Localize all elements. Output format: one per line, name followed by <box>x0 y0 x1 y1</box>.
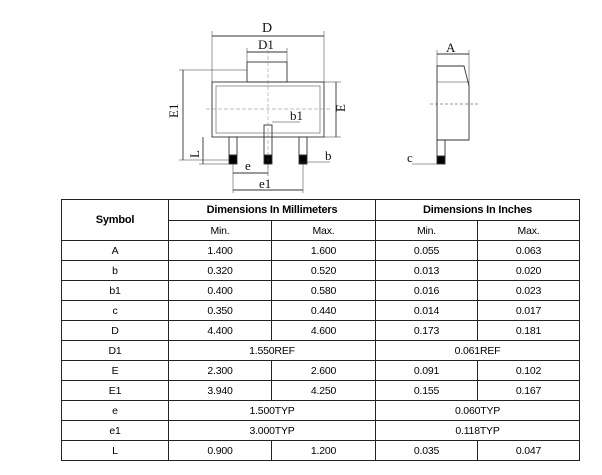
mm-merged-cell: 1.500TYP <box>167 400 377 421</box>
label-b1: b1 <box>290 108 303 123</box>
table-row: e1 3.000TYP 0.118TYP <box>61 420 581 441</box>
inches-header: Dimensions In Inches <box>375 199 581 221</box>
in-min-cell: 0.155 <box>375 380 479 401</box>
mm-min-cell: 4.400 <box>168 320 272 341</box>
mm-min-cell: 0.400 <box>168 280 272 301</box>
mm-min-cell: 1.400 <box>168 240 272 261</box>
dimensions-table: Symbol Dimensions In Millimeters Dimensi… <box>61 199 581 461</box>
mm-min-cell: 0.320 <box>168 260 272 281</box>
in-min-cell: 0.173 <box>375 320 479 341</box>
symbol-cell: e <box>61 400 169 421</box>
in-min-cell: 0.016 <box>375 280 479 301</box>
label-E: E <box>333 104 348 112</box>
in-merged-cell: 0.060TYP <box>375 400 581 421</box>
top-tab <box>246 61 288 83</box>
label-b: b <box>325 148 332 163</box>
in-min-cell: 0.055 <box>375 240 479 261</box>
symbol-cell: A <box>61 240 169 261</box>
mm-max-cell: 0.580 <box>270 280 377 301</box>
side-view-body <box>436 65 470 141</box>
in-min-header: Min. <box>375 220 479 241</box>
table-row: c 0.350 0.440 0.014 0.017 <box>61 300 581 321</box>
table-row: E 2.300 2.600 0.091 0.102 <box>61 360 581 381</box>
symbol-cell: L <box>61 440 169 461</box>
table-row: b 0.320 0.520 0.013 0.020 <box>61 260 581 281</box>
mm-min-cell: 0.350 <box>168 300 272 321</box>
in-max-cell: 0.017 <box>477 300 581 321</box>
mm-max-header: Max. <box>270 220 377 241</box>
label-D: D <box>262 21 272 36</box>
table-row: D 4.400 4.600 0.173 0.181 <box>61 320 581 341</box>
label-E1: E1 <box>166 104 181 118</box>
label-D1: D1 <box>258 37 274 52</box>
in-merged-cell: 0.118TYP <box>375 420 581 441</box>
in-max-cell: 0.167 <box>477 380 581 401</box>
mm-min-header: Min. <box>168 220 272 241</box>
lead-right <box>298 136 308 156</box>
table-row: A 1.400 1.600 0.055 0.063 <box>61 240 581 261</box>
mm-max-cell: 0.520 <box>270 260 377 281</box>
table-row: L 0.900 1.200 0.035 0.047 <box>61 440 581 461</box>
label-e1: e1 <box>259 176 271 191</box>
table-header-row: Symbol Dimensions In Millimeters Dimensi… <box>61 199 581 241</box>
mm-max-cell: 4.600 <box>270 320 377 341</box>
table-row: e 1.500TYP 0.060TYP <box>61 400 581 421</box>
label-e: e <box>245 158 251 173</box>
in-min-cell: 0.013 <box>375 260 479 281</box>
symbol-cell: E <box>61 360 169 381</box>
mm-min-cell: 3.940 <box>168 380 272 401</box>
package-outline-drawing: D D1 E1 E b1 b e e1 L A c <box>166 21 480 193</box>
lead-left <box>228 136 238 156</box>
in-max-cell: 0.020 <box>477 260 581 281</box>
in-max-cell: 0.047 <box>477 440 581 461</box>
in-min-cell: 0.035 <box>375 440 479 461</box>
symbol-cell: D1 <box>61 340 169 361</box>
table-row: D1 1.550REF 0.061REF <box>61 340 581 361</box>
in-merged-cell: 0.061REF <box>375 340 581 361</box>
table-row: b1 0.400 0.580 0.016 0.023 <box>61 280 581 301</box>
in-max-cell: 0.102 <box>477 360 581 381</box>
in-max-cell: 0.063 <box>477 240 581 261</box>
symbol-cell: b1 <box>61 280 169 301</box>
in-max-cell: 0.181 <box>477 320 581 341</box>
in-min-cell: 0.091 <box>375 360 479 381</box>
mm-max-cell: 0.440 <box>270 300 377 321</box>
symbol-cell: e1 <box>61 420 169 441</box>
symbol-cell: D <box>61 320 169 341</box>
symbol-header: Symbol <box>61 199 169 241</box>
mm-max-cell: 2.600 <box>270 360 377 381</box>
mm-max-cell: 1.200 <box>270 440 377 461</box>
mm-merged-cell: 3.000TYP <box>167 420 377 441</box>
mm-max-cell: 1.600 <box>270 240 377 261</box>
mm-merged-cell: 1.550REF <box>167 340 377 361</box>
mm-min-cell: 2.300 <box>168 360 272 381</box>
in-max-header: Max. <box>477 220 581 241</box>
label-c: c <box>407 150 413 165</box>
symbol-cell: c <box>61 300 169 321</box>
symbol-cell: E1 <box>61 380 169 401</box>
in-min-cell: 0.014 <box>375 300 479 321</box>
mm-max-cell: 4.250 <box>270 380 377 401</box>
label-L: L <box>187 150 202 158</box>
symbol-cell: b <box>61 260 169 281</box>
label-A: A <box>446 40 456 55</box>
in-max-cell: 0.023 <box>477 280 581 301</box>
table-row: E1 3.940 4.250 0.155 0.167 <box>61 380 581 401</box>
mm-min-cell: 0.900 <box>168 440 272 461</box>
millimeters-header: Dimensions In Millimeters <box>167 199 377 221</box>
